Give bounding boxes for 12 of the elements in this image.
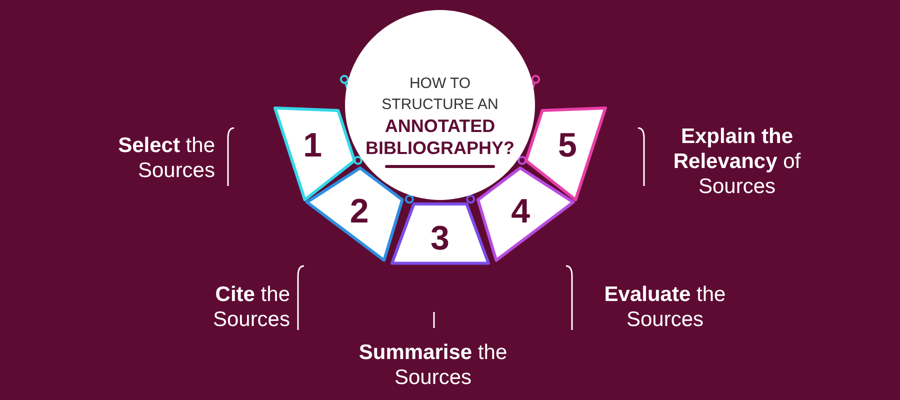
step-label: Cite the Sources [212, 282, 290, 332]
heading-text: HOW TO STRUCTURE AN [380, 74, 500, 114]
title-text: ANNOTATED BIBLIOGRAPHY? [364, 114, 516, 158]
step-label: Evaluate the Sources [603, 282, 727, 332]
step-label: Select the Sources [117, 133, 215, 183]
step-number: 2 [350, 192, 369, 232]
step-number: 5 [558, 126, 577, 166]
step-number: 1 [303, 126, 322, 166]
step-number: 3 [430, 219, 450, 258]
step-label: Summarise the Sources [358, 340, 508, 390]
step-label: Explain the Relevancy of Sources [672, 124, 802, 199]
step-number: 4 [511, 192, 530, 232]
